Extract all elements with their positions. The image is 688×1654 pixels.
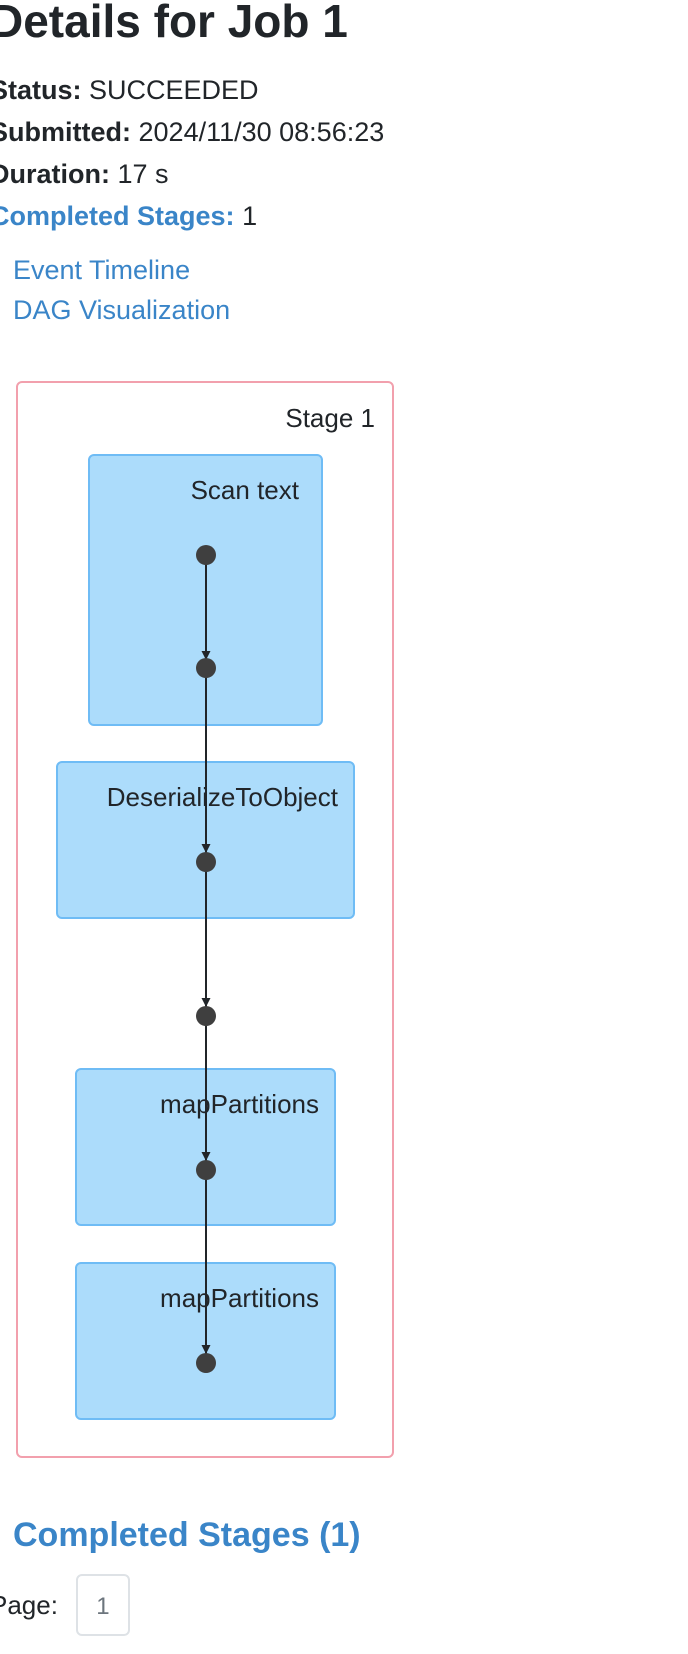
pagination: Page: 1 [0,1574,130,1636]
submitted-label: Submitted: [0,117,131,147]
dag-node[interactable] [196,545,216,565]
completed-stages-heading: Completed Stages (1) [13,1516,361,1554]
dag-node[interactable] [196,658,216,678]
cluster-label: mapPartitions [160,1283,319,1313]
duration-label: Duration: [0,159,110,189]
submitted-value: 2024/11/30 08:56:23 [138,117,385,147]
completed-stages-toggle[interactable]: ▾Completed Stages (1) [0,1515,361,1557]
dag-node[interactable] [196,1006,216,1026]
page-title: Details for Job 1 [0,0,348,47]
cluster-label: Scan text [191,475,300,505]
event-timeline-label: Event Timeline [13,255,191,285]
page-label: Page: [0,1590,58,1620]
stage-label: Stage 1 [285,403,375,433]
dag-node[interactable] [196,1353,216,1373]
cluster-label: DeserializeToObject [107,782,339,812]
status-value: SUCCEEDED [89,75,259,105]
summary-completed-stages: Completed Stages: 1 [0,198,384,240]
dag-visualization-toggle[interactable]: ▾DAG Visualization [0,293,230,329]
dag-node[interactable] [196,1160,216,1180]
summary-submitted: Submitted: 2024/11/30 08:56:23 [0,114,384,156]
summary-duration: Duration: 17 s [0,156,384,198]
page-number-input[interactable]: 1 [75,1574,130,1636]
completed-stages-link[interactable]: Completed Stages: [0,201,235,231]
chevron-down-icon: ▾ [0,1517,13,1557]
event-timeline-toggle[interactable]: Event Timeline [0,253,190,287]
job-summary-list: Status: SUCCEEDED Submitted: 2024/11/30 … [0,72,384,240]
dag-node[interactable] [196,852,216,872]
completed-stages-value: 1 [242,201,258,231]
cluster-label: mapPartitions [160,1089,319,1119]
dag-visualization-label: DAG Visualization [13,295,231,325]
summary-status: Status: SUCCEEDED [0,72,384,114]
duration-value: 17 s [117,159,169,189]
status-label: Status: [0,75,82,105]
